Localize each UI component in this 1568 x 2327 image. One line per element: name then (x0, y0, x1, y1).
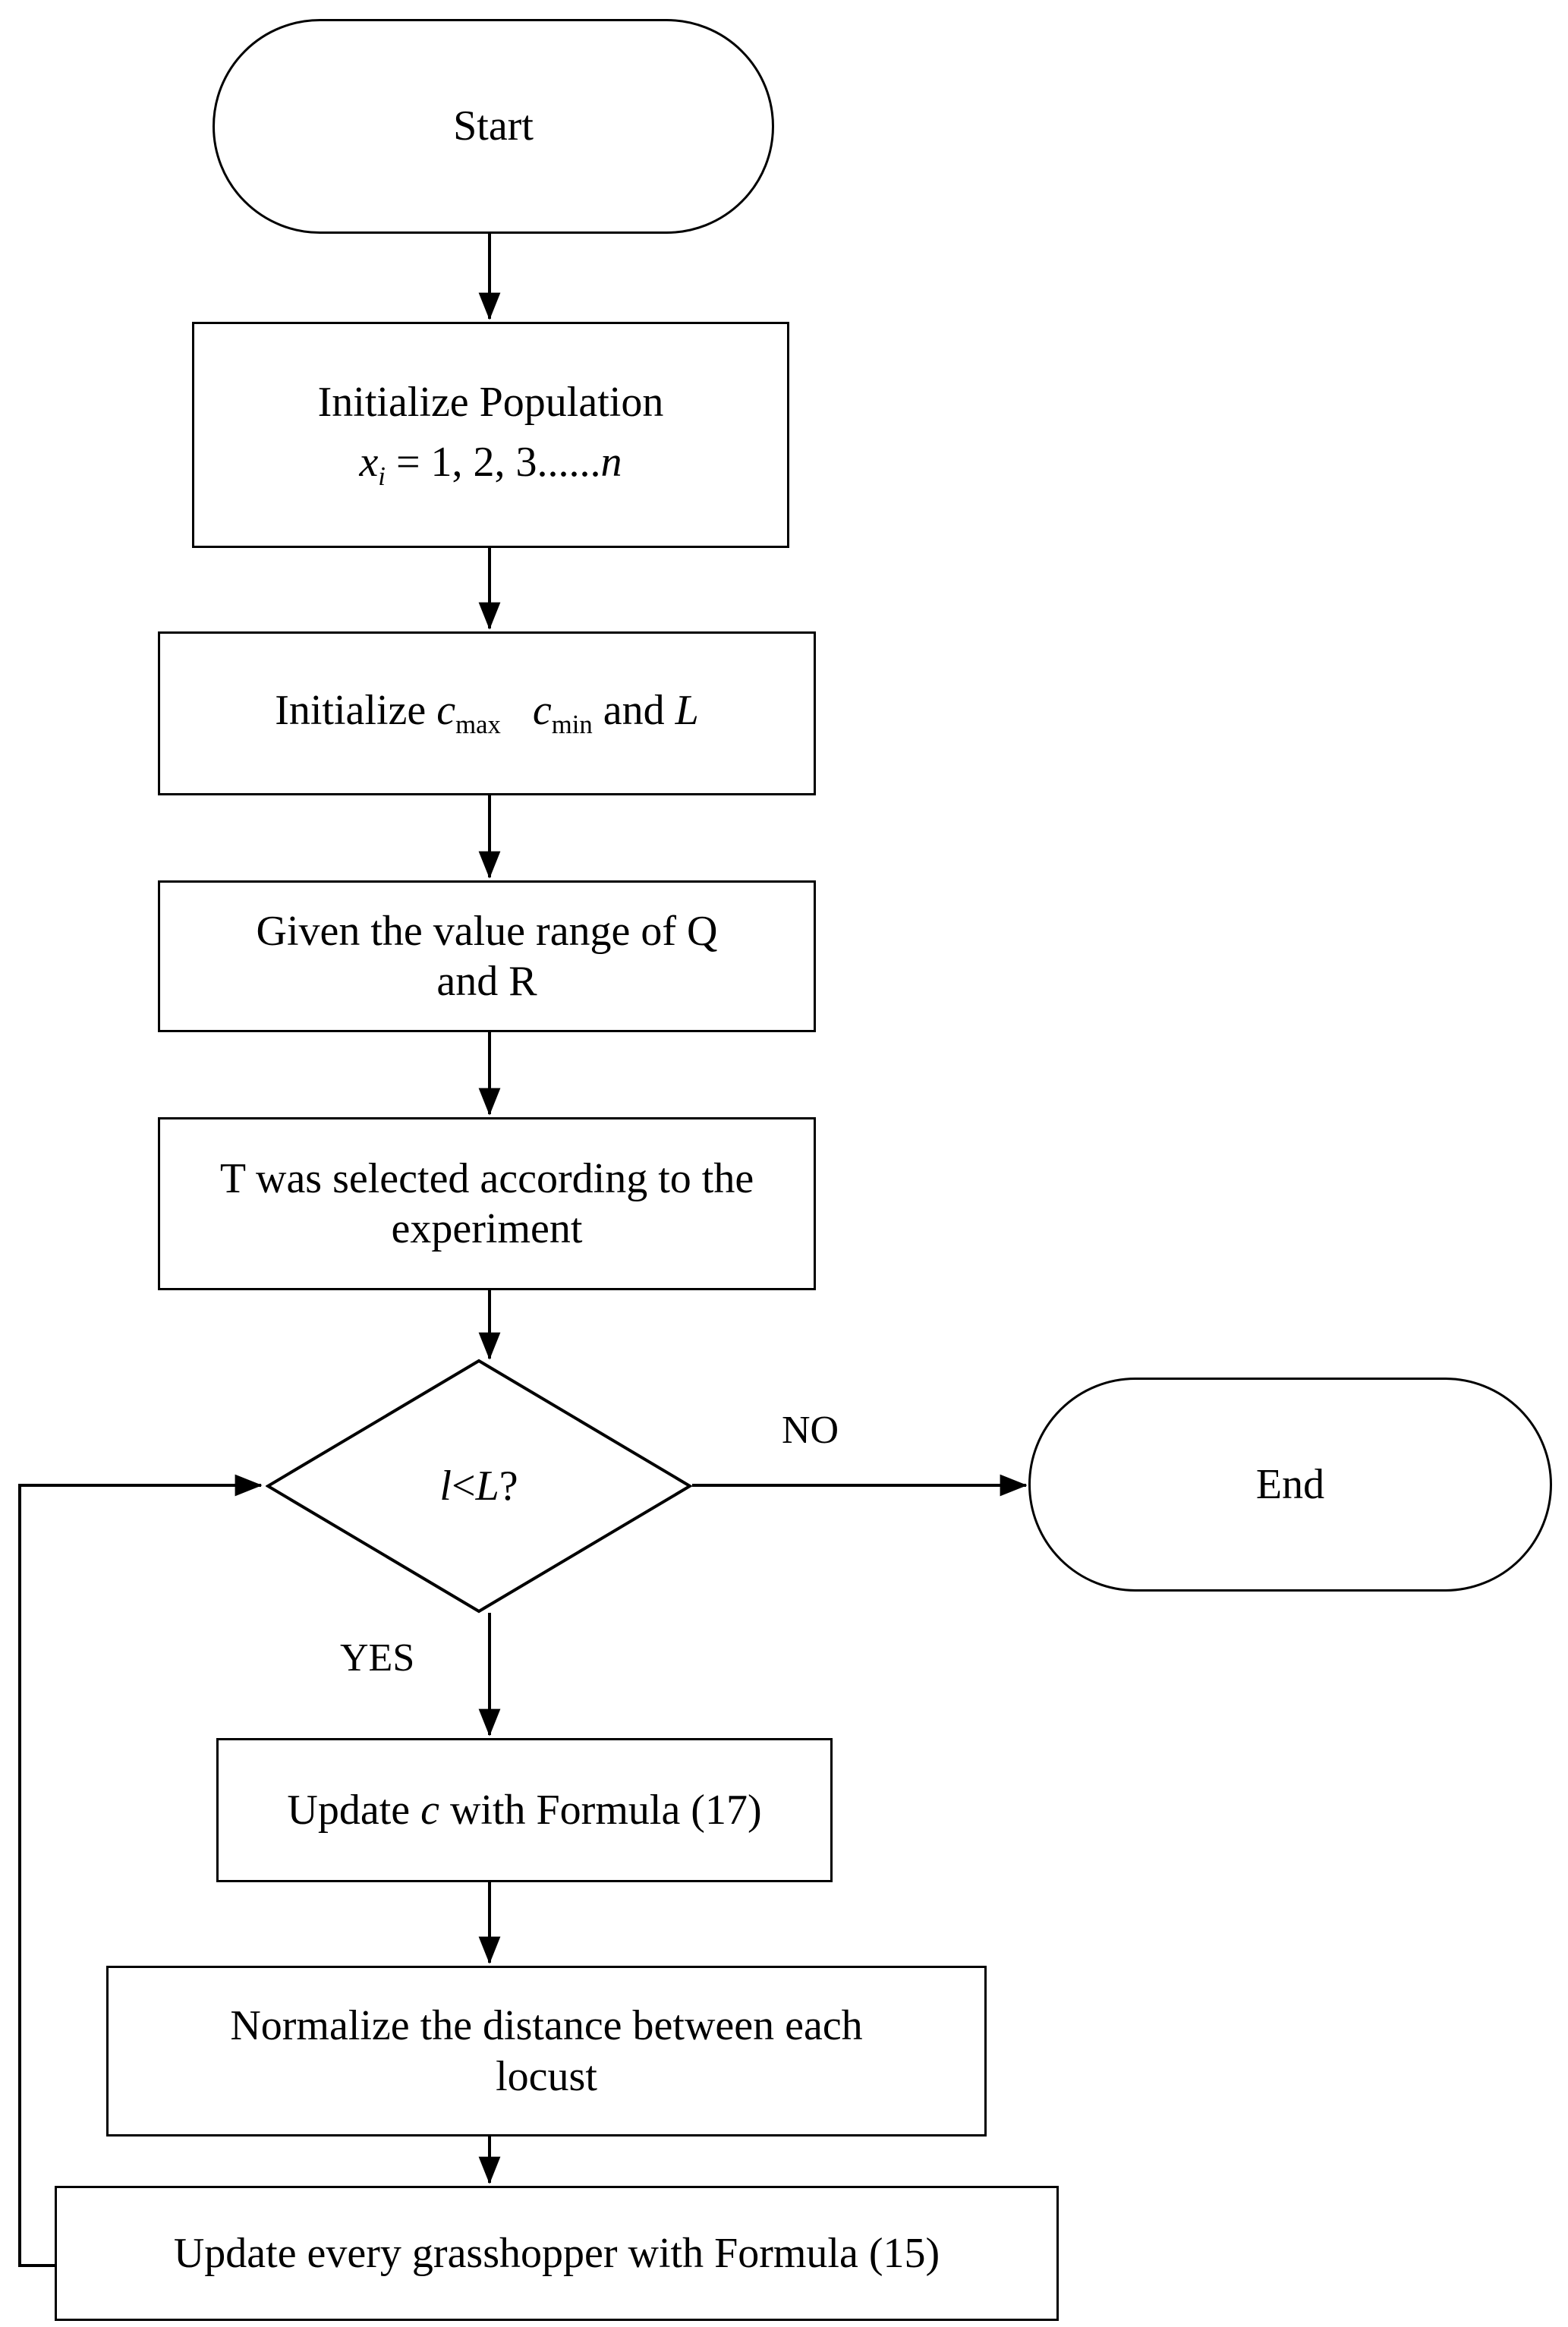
node-end[interactable]: End (1028, 1378, 1552, 1592)
param-c-min-subscript: min (551, 710, 593, 740)
decision-operator: < (451, 1463, 476, 1510)
node-normalize-distance-label: Normalize the distance between each locu… (230, 2002, 863, 2100)
node-update-c-label: Update c with Formula (17) (287, 1786, 761, 1834)
node-update-grasshopper[interactable]: Update every grasshopper with Formula (1… (55, 2186, 1059, 2321)
node-initialize-population-formula: xi = 1, 2, 3......n (359, 438, 622, 492)
node-decision-label: l < L ? (266, 1359, 692, 1614)
init-prefix: Initialize (275, 687, 437, 735)
formula-sequence: = 1, 2, 3...... (385, 439, 601, 486)
decision-left-var: l (439, 1463, 452, 1510)
node-value-range-label: Given the value range of Q and R (256, 907, 718, 1005)
node-t-selected[interactable]: T was selected according to the experime… (158, 1117, 816, 1290)
param-c-max-subscript: max (455, 710, 501, 740)
node-update-c[interactable]: Update c with Formula (17) (216, 1738, 833, 1882)
node-normalize-distance[interactable]: Normalize the distance between each locu… (106, 1966, 987, 2136)
update-c-suffix: with Formula (17) (439, 1787, 762, 1834)
param-gap (501, 687, 533, 734)
node-start[interactable]: Start (213, 19, 774, 234)
edge-label-no: NO (782, 1409, 839, 1452)
node-value-range[interactable]: Given the value range of Q and R (158, 880, 816, 1032)
node-initialize-parameters-label: Initialize cmax cmin and L (275, 686, 699, 740)
init-mid: and (592, 687, 675, 735)
update-c-variable: c (420, 1787, 439, 1834)
formula-variable-n: n (600, 439, 622, 486)
param-L: L (675, 687, 699, 735)
update-c-prefix: Update (287, 1787, 421, 1834)
node-end-label: End (1255, 1460, 1325, 1508)
node-initialize-population-label: Initialize Population (317, 379, 664, 427)
param-c-max: c (436, 687, 456, 735)
decision-question-mark: ? (499, 1463, 518, 1510)
node-initialize-parameters[interactable]: Initialize cmax cmin and L (158, 631, 816, 795)
node-t-selected-label: T was selected according to the experime… (219, 1154, 754, 1252)
decision-right-var: L (475, 1463, 499, 1510)
decision-diamond-shape (266, 1359, 692, 1614)
param-c-min: c (532, 687, 552, 735)
node-update-grasshopper-label: Update every grasshopper with Formula (1… (173, 2229, 940, 2277)
node-initialize-population[interactable]: Initialize Population xi = 1, 2, 3......… (192, 322, 789, 548)
node-decision[interactable]: l < L ? (266, 1359, 692, 1614)
node-start-label: Start (453, 102, 534, 150)
formula-subscript-i: i (378, 461, 386, 492)
formula-variable-x: x (359, 439, 379, 486)
edge-label-yes: YES (340, 1636, 415, 1680)
